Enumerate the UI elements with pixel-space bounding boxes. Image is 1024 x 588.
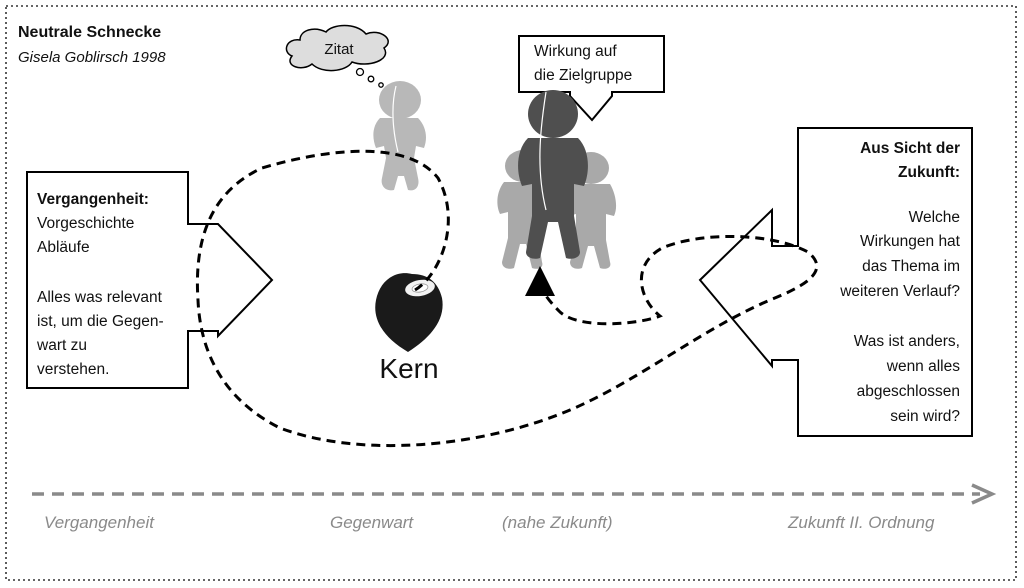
left-box-heading: Vergangenheit: xyxy=(37,191,149,208)
right-box-heading: Zukunft: xyxy=(898,164,960,181)
center-label: Kern xyxy=(379,353,438,384)
thinking-figure-icon xyxy=(373,81,426,191)
right-box-line: abgeschlossen xyxy=(857,383,960,400)
right-box-line: wenn alles xyxy=(886,358,960,375)
right-box-line: das Thema im xyxy=(862,258,960,275)
timeline-label-future-second-order: Zukunft II. Ordnung xyxy=(787,513,935,532)
callout-line: die Zielgruppe xyxy=(534,67,632,84)
left-box-line: Alles was relevant xyxy=(37,289,163,306)
left-box-line: verstehen. xyxy=(37,361,109,378)
thought-bubble-label: Zitat xyxy=(324,41,354,58)
figure-strap xyxy=(392,85,399,153)
right-box-line: weiteren Verlauf? xyxy=(839,283,960,300)
timeline-arrow xyxy=(32,483,997,505)
right-box-line: sein wird? xyxy=(890,408,960,425)
right-box-heading: Aus Sicht der xyxy=(860,140,960,157)
diagram-subtitle: Gisela Goblirsch 1998 xyxy=(18,49,166,66)
left-box-line: wart zu xyxy=(36,337,87,354)
dashed-spiral-path xyxy=(195,149,819,448)
right-arrow-box xyxy=(698,127,973,437)
timeline-label-past: Vergangenheit xyxy=(44,513,155,532)
left-box-line: Abläufe xyxy=(37,239,90,256)
diagram-title: Neutrale Schnecke xyxy=(18,24,161,41)
thought-bubble: Zitat xyxy=(285,24,389,88)
timeline-label-present: Gegenwart xyxy=(330,513,414,532)
target-group-figures-icon xyxy=(497,90,617,269)
callout-line: Wirkung auf xyxy=(534,43,617,60)
left-box-line: ist, um die Gegen- xyxy=(37,313,164,330)
timeline-label-near-future: (nahe Zukunft) xyxy=(502,513,613,532)
right-box-line: Welche xyxy=(909,209,960,226)
nut-core-icon xyxy=(375,273,443,352)
right-box-line: Wirkungen hat xyxy=(860,233,961,250)
left-box-line: Vorgeschichte xyxy=(37,215,134,232)
right-box-line: Was ist anders, xyxy=(854,333,960,350)
outer-frame xyxy=(5,5,1017,581)
